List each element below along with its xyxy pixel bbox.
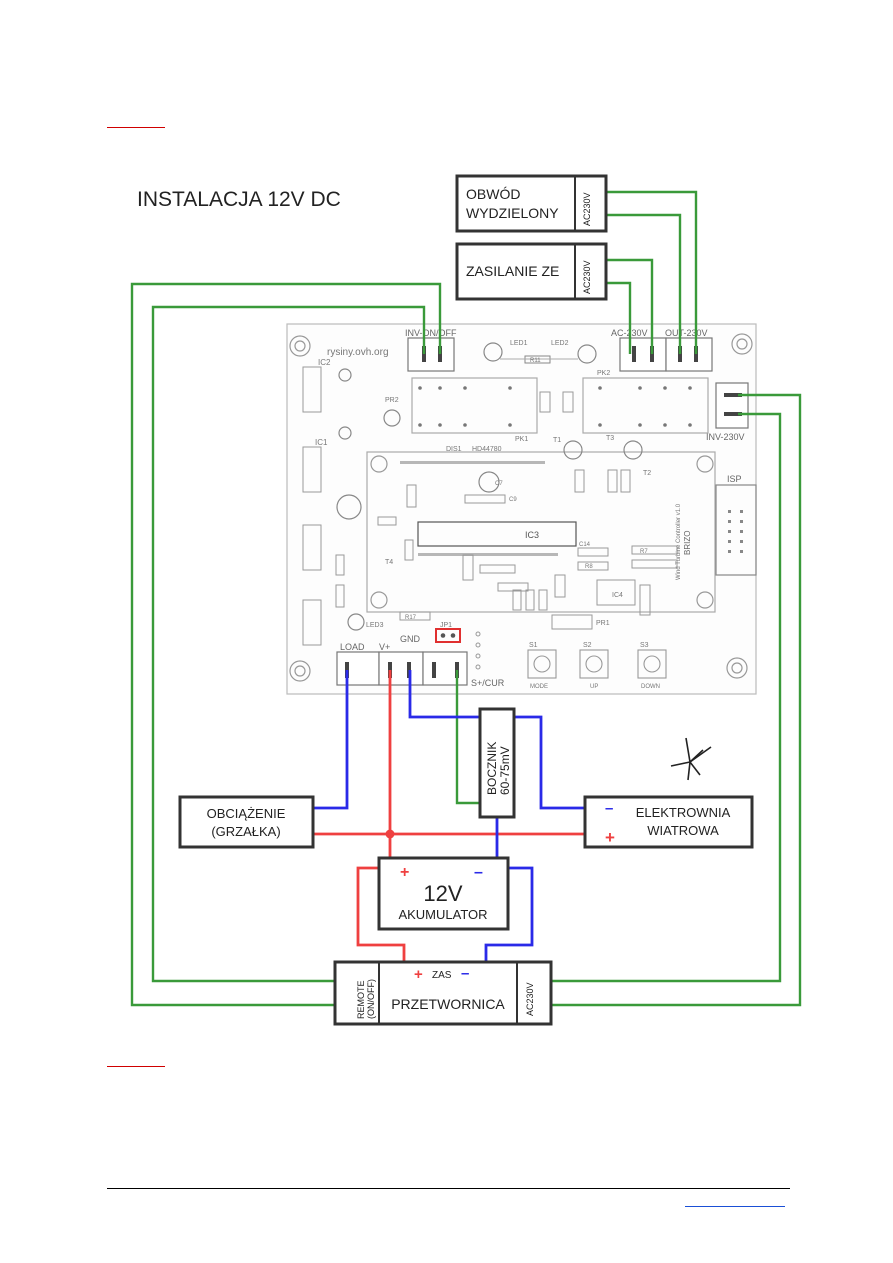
box-bocznik: BOCZNIK 60-75mV <box>478 707 516 819</box>
pcb-label-ic3: IC3 <box>525 530 539 540</box>
pcb-label-led3: LED3 <box>366 622 384 629</box>
pcb-label-c7: C7 <box>495 481 503 487</box>
pcb-label-c14: C14 <box>579 542 591 548</box>
pcb-label-r8: R8 <box>585 564 593 570</box>
elektrownia-minus: – <box>605 800 613 817</box>
przetwornica-remote1: REMOTE <box>356 980 366 1019</box>
przetwornica-label: PRZETWORNICA <box>391 996 505 1012</box>
pcb-website: rysiny.ovh.org <box>327 347 389 358</box>
box-elektrownia: – + ELEKTROWNIA WIATROWA <box>583 795 754 849</box>
pcb-label-s1: S1 <box>529 642 538 649</box>
pcb-label-pk2: PK2 <box>597 370 610 377</box>
diagram-title: INSTALACJA 12V DC <box>137 188 341 211</box>
pcb-label-brizo: BRIZO <box>683 531 692 555</box>
pcb-label-dis1: DIS1 <box>446 446 462 453</box>
przetwornica-plus: + <box>414 966 423 983</box>
jumper-jp1 <box>435 628 461 643</box>
bocznik-line2: 60-75mV <box>498 746 512 795</box>
pcb-label-r7: R7 <box>640 549 648 555</box>
pcb-label-t3: T3 <box>606 435 614 442</box>
pcb-label-hd44780: HD44780 <box>472 446 502 453</box>
akumulator-minus: – <box>474 864 483 881</box>
przetwornica-ac: AC230V <box>525 982 535 1016</box>
footer-link[interactable] <box>685 1206 785 1207</box>
obwod-line1: OBWÓD <box>466 186 520 202</box>
pcb-label-jp1: JP1 <box>440 622 452 629</box>
pcb-label-out230v: OUT-230V <box>665 328 708 338</box>
pcb-label-r11: R11 <box>530 358 541 364</box>
section-red-mark <box>107 1066 165 1067</box>
pcb-label-t4: T4 <box>385 559 393 566</box>
wind-turbine-icon <box>670 737 712 781</box>
elektrownia-line1: ELEKTROWNIA <box>636 805 731 820</box>
przetwornica-remote2: (ON/OFF) <box>366 979 376 1019</box>
pcb-label-inv-onoff: INV-ON/OFF <box>405 328 457 338</box>
box-obciazenie: OBCIĄŻENIE (GRZAŁKA) <box>178 795 315 849</box>
box-przetwornica: REMOTE (ON/OFF) + ZAS – PRZETWORNICA AC2… <box>333 960 553 1026</box>
pcb-label-up: UP <box>590 684 598 690</box>
zasilanie-terminal: AC230V <box>582 260 592 294</box>
pcb-label-ic4: IC4 <box>612 592 623 599</box>
pcb-label-s3: S3 <box>640 642 649 649</box>
zasilanie-line1: ZASILANIE ZE <box>466 263 559 279</box>
pcb-label-r17: R17 <box>405 615 417 621</box>
pcb-label-led1: LED1 <box>510 340 528 347</box>
red-junction <box>385 829 395 839</box>
box-zasilanie: ZASILANIE ZE AC230V <box>455 242 608 301</box>
pcb-label-t2: T2 <box>643 470 651 477</box>
pcb-label-pr1: PR1 <box>596 620 610 627</box>
pcb-label-led2: LED2 <box>551 340 569 347</box>
przetwornica-zas: ZAS <box>432 970 452 981</box>
bocznik-line1: BOCZNIK <box>485 742 499 795</box>
obwod-line2: WYDZIELONY <box>466 205 559 221</box>
przetwornica-minus: – <box>461 965 469 982</box>
elektrownia-plus: + <box>605 828 615 847</box>
footer-rule <box>107 1188 790 1189</box>
pcb-label-load: LOAD <box>340 642 365 652</box>
akumulator-line1: 12V <box>423 881 462 906</box>
elektrownia-line2: WIATROWA <box>647 823 719 838</box>
pcb-label-isp: ISP <box>727 474 742 484</box>
box-akumulator: + – 12V AKUMULATOR <box>377 856 510 931</box>
green-wires <box>130 190 802 1007</box>
pcb-label-c9: C9 <box>509 497 517 503</box>
obwod-terminal: AC230V <box>582 192 592 226</box>
pcb-board: IC3 ISP <box>286 323 757 695</box>
pcb-label-t1: T1 <box>553 437 561 444</box>
obciazenie-line2: (GRZAŁKA) <box>211 824 280 839</box>
pcb-label-ic2: IC2 <box>318 358 331 367</box>
pcb-label-s2: S2 <box>583 642 592 649</box>
pcb-label-down: DOWN <box>641 684 660 690</box>
akumulator-plus: + <box>400 864 409 881</box>
pcb-label-wtc: Wind Turbine Controller v1.0 <box>676 503 682 580</box>
pcb-label-scur: S+/CUR <box>471 678 505 688</box>
pcb-label-vplus: V+ <box>379 642 390 652</box>
pcb-label-pr2: PR2 <box>385 397 399 404</box>
pcb-label-inv230v: INV-230V <box>706 432 745 442</box>
pcb-label-pk1: PK1 <box>515 436 528 443</box>
obciazenie-line1: OBCIĄŻENIE <box>207 806 286 821</box>
pcb-label-mode: MODE <box>530 684 548 690</box>
box-obwod-wydzielony: OBWÓD WYDZIELONY AC230V <box>455 174 608 233</box>
pcb-label-ic1: IC1 <box>315 438 328 447</box>
header-red-mark <box>107 127 165 128</box>
pcb-label-gnd: GND <box>400 634 421 644</box>
akumulator-line2: AKUMULATOR <box>398 907 487 922</box>
